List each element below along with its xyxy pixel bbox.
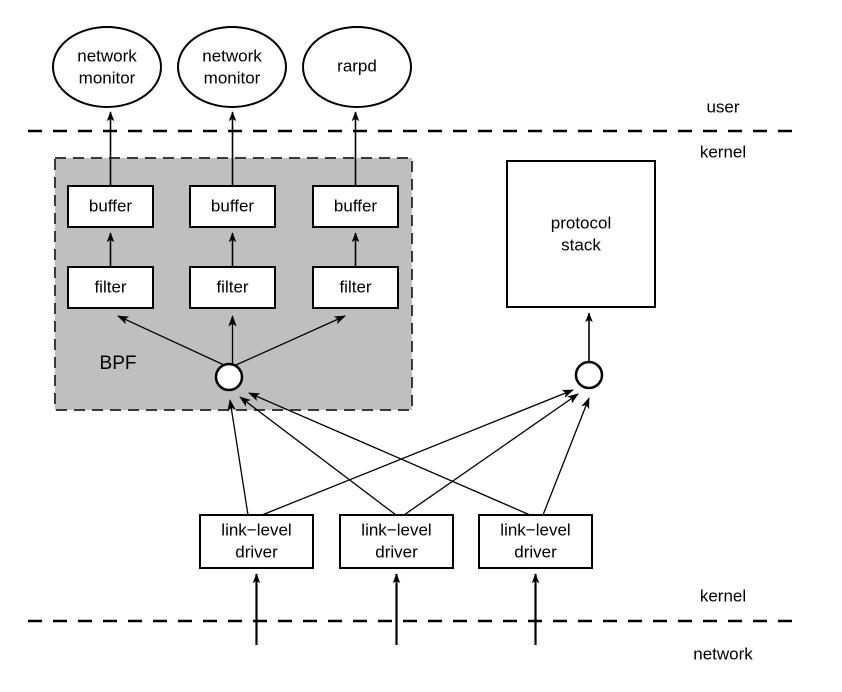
edge-driver1-to-bpftap <box>227 399 249 516</box>
buffer-box-2 <box>189 185 276 228</box>
driver-label-3-line2: driver <box>514 542 557 561</box>
filter-label-3: filter <box>339 277 371 296</box>
driver-label-3-line1: link−level <box>500 520 570 539</box>
buffer-label-1: buffer <box>89 196 133 215</box>
edge-driver1-to-stacktap <box>261 389 574 516</box>
bpf-tap-circle <box>214 362 244 392</box>
edge-driver2-to-bpftap <box>239 396 397 516</box>
filter-box-3 <box>312 266 399 309</box>
protocol-stack-label-line1: protocol <box>551 213 611 232</box>
buffer-label-3: buffer <box>334 196 378 215</box>
edge-bpftap-to-filter3 <box>235 315 346 366</box>
filter-label-2: filter <box>216 277 248 296</box>
link-level-driver-box-1 <box>199 514 314 569</box>
buffer-label-2: buffer <box>211 196 255 215</box>
edge-driver3-to-bpftap <box>248 392 531 516</box>
driver-label-2-line2: driver <box>375 542 418 561</box>
app-ellipse-rarpd <box>302 26 412 108</box>
driver-label-1-line1: link−level <box>221 520 291 539</box>
driver-label-2-line1: link−level <box>361 520 431 539</box>
app-ellipse-network-monitor-2 <box>177 26 287 108</box>
link-level-driver-box-3 <box>478 514 593 569</box>
zone-label-network: network <box>693 644 753 663</box>
bpf-region-label: BPF <box>100 353 137 374</box>
protocol-stack-label-line2: stack <box>561 235 601 254</box>
filter-box-2 <box>189 266 276 309</box>
edge-bpftap-to-filter1 <box>117 315 225 366</box>
zone-label-user: user <box>706 97 739 116</box>
app-ellipse-network-monitor-1 <box>52 26 162 108</box>
app-label-1-line2: monitor <box>79 68 136 87</box>
driver-label-1-line2: driver <box>235 542 278 561</box>
stack-tap-circle <box>574 360 604 390</box>
app-label-2-line1: network <box>202 46 262 65</box>
app-label-2-line2: monitor <box>204 68 261 87</box>
app-label-3-line1: rarpd <box>337 56 377 75</box>
zone-label-kernel-top: kernel <box>700 142 746 161</box>
edge-driver2-to-stacktap <box>403 393 579 516</box>
protocol-stack-box <box>506 160 656 308</box>
link-level-driver-box-2 <box>339 514 454 569</box>
app-label-1-line1: network <box>77 46 137 65</box>
filter-label-1: filter <box>94 277 126 296</box>
zone-label-kernel-bottom: kernel <box>700 586 746 605</box>
buffer-box-3 <box>312 185 399 228</box>
edge-driver3-to-stacktap <box>542 397 590 516</box>
